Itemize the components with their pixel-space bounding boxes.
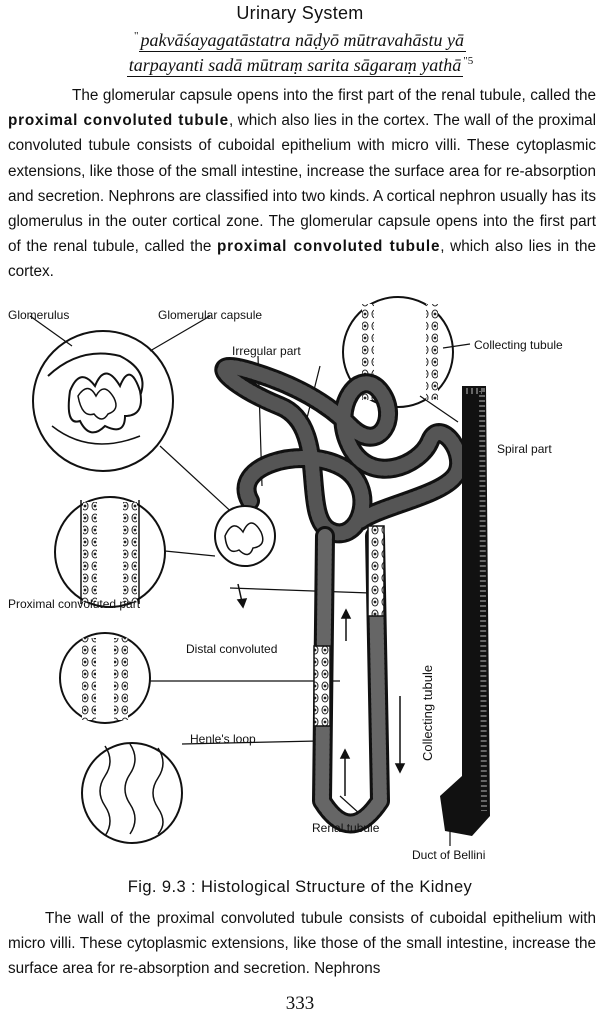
figure-caption: Fig. 9.3 : Histological Structure of the… xyxy=(127,878,473,896)
label-duct-of-bellini: Duct of Bellini xyxy=(412,848,486,862)
label-henles-loop: Henle's loop xyxy=(190,732,256,746)
verse-line-1: "pakvāśayagatāstatra nāḍyō mūtravahāstu … xyxy=(0,30,600,52)
verse-open-mark: " xyxy=(134,30,139,42)
paragraph-1-part-2: , which also lies in the cortex. The wal… xyxy=(8,112,596,256)
label-proximal-convoluted-part: Proximal convoluted part xyxy=(8,597,141,611)
glomerulus-inset xyxy=(32,330,174,472)
label-glomerular-capsule: Glomerular capsule xyxy=(158,308,263,322)
label-glomerulus: Glomerulus xyxy=(8,308,70,322)
label-irregular-part: Irregular part xyxy=(232,344,301,358)
distal-inset xyxy=(59,632,151,724)
proximal-inset xyxy=(54,496,166,608)
verse-text-1: pakvāśayagatāstatra nāḍyō mūtravahāstu y… xyxy=(138,30,466,52)
paragraph-1: The glomerular capsule opens into the fi… xyxy=(8,83,596,285)
verse-close-mark: "5 xyxy=(463,55,474,67)
collecting-duct xyxy=(440,386,490,836)
term-proximal-convoluted-tubule-2: proximal convoluted tubule xyxy=(217,238,441,256)
label-renal-tubule: Renal tubule xyxy=(312,821,380,835)
label-distal-convoluted: Distal convoluted xyxy=(186,642,278,656)
term-proximal-convoluted-tubule-1: proximal convoluted tubule xyxy=(8,112,229,130)
bowmans-capsule xyxy=(214,505,276,567)
nephron-tubule xyxy=(214,357,470,834)
flow-arrows xyxy=(236,583,406,796)
kidney-figure: Glomerulus Glomerular capsule Irregular … xyxy=(0,296,600,870)
henle-inset xyxy=(81,742,183,844)
label-collecting-tubule-vertical: Collecting tubule xyxy=(420,664,435,761)
kidney-illustration xyxy=(29,296,490,846)
verse-text-2: tarpayanti sadā mūtraṃ sarita sāgaraṃ ya… xyxy=(126,55,464,77)
running-header: Urinary System xyxy=(236,3,364,23)
page-number: 333 xyxy=(285,993,315,1014)
paragraph-2: The wall of the proximal convoluted tubu… xyxy=(8,910,596,978)
verse-line-2: tarpayanti sadā mūtraṃ sarita sāgaraṃ ya… xyxy=(0,55,600,77)
label-spiral-part: Spiral part xyxy=(497,442,552,456)
paragraph-1-part-3: , which also lies in the cortex. xyxy=(8,238,597,281)
label-collecting-tubule: Collecting tubule xyxy=(474,338,563,352)
paragraph-1-part-1: The glomerular capsule opens into the fi… xyxy=(72,87,596,104)
